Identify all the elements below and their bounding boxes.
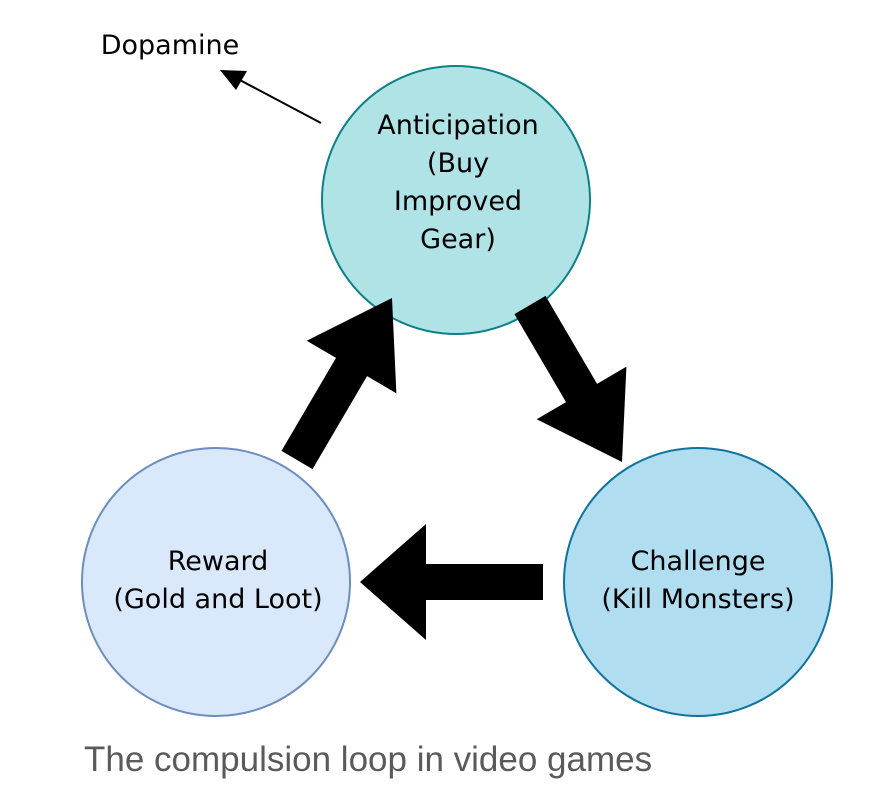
anticipation-line-2: (Buy [427, 148, 489, 179]
anticipation-node [321, 65, 591, 335]
challenge-line-2: (Kill Monsters) [601, 584, 794, 615]
reward-node [81, 447, 351, 717]
anticipation-line-3: Improved [394, 186, 522, 217]
reward-line-1: Reward [168, 546, 269, 577]
challenge-to-reward-arrow [360, 524, 543, 640]
reward-to-anticipation-arrow [281, 298, 397, 470]
reward-line-2: (Gold and Loot) [113, 584, 322, 615]
dopamine-label: Dopamine [101, 30, 240, 61]
anticipation-to-challenge-arrow [514, 295, 627, 462]
dopamine-arrowhead [220, 70, 247, 90]
figure-caption: The compulsion loop in video games [84, 740, 653, 779]
anticipation-line-4: Gear) [420, 224, 496, 255]
challenge-node [563, 447, 833, 717]
challenge-line-1: Challenge [631, 546, 766, 577]
dopamine-arrow-line [235, 77, 322, 124]
anticipation-line-1: Anticipation [377, 110, 538, 141]
